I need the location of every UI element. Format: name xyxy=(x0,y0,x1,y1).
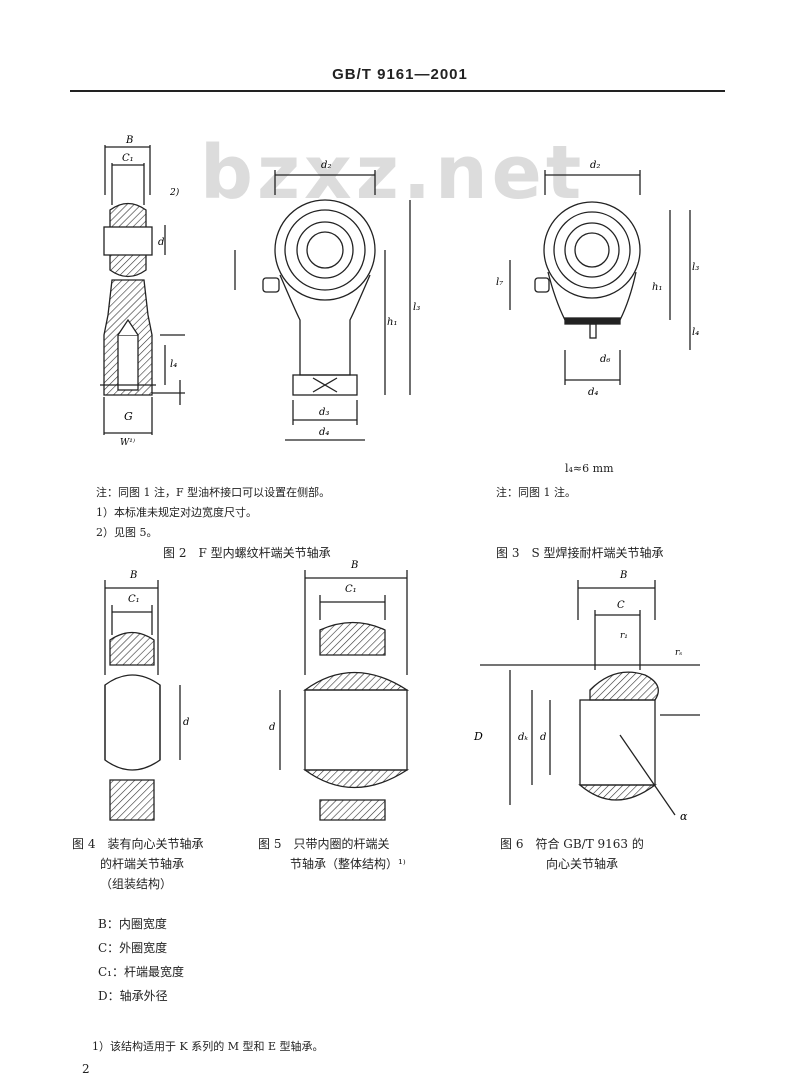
fig3-caption: 图 3 S 型焊接耐杆端关节轴承 xyxy=(496,546,664,560)
fig3-dim-note: l₄≈6 mm xyxy=(565,462,614,475)
fig6-caption: 图 6 符合 GB/T 9163 的 向心关节轴承 xyxy=(500,834,644,874)
fig2-note-2: 1）本标准未规定对边宽度尺寸。 xyxy=(96,506,257,519)
fig5-drawing: B C₁ d xyxy=(269,560,410,821)
fig3-note: 注：同图 1 注。 xyxy=(496,486,576,499)
fig6-label-d: d xyxy=(540,732,546,743)
fig6-caption-line-1: 图 6 符合 GB/T 9163 的 xyxy=(500,837,644,851)
fig2-label-h1: h₁ xyxy=(387,317,397,328)
label-C1: C₁ xyxy=(122,153,134,164)
symbol-C1: C₁：杆端最宽度 xyxy=(98,965,184,979)
fig2-side-view: B C₁ 2) d l₄ G W¹⁾ xyxy=(100,135,185,448)
page-number: 2 xyxy=(82,1062,90,1076)
symbol-D: D：轴承外径 xyxy=(98,989,168,1003)
fig3-label-l3: l₃ xyxy=(692,262,699,273)
fig3-label-d2: d₂ xyxy=(590,160,600,171)
fig3-label-l4: l₄ xyxy=(692,327,699,338)
fig3-label-l7: l₇ xyxy=(496,277,503,288)
header-rule xyxy=(70,90,725,92)
footnote: 1）该结构适用于 K 系列的 M 型和 E 型轴承。 xyxy=(92,1040,324,1053)
fig6-label-alpha: α xyxy=(680,810,688,823)
fig2-label-d4: d₄ xyxy=(319,427,329,438)
fig2-label-d2: d₂ xyxy=(321,160,331,171)
label-G: G xyxy=(124,410,133,423)
fig6-label-B: B xyxy=(619,570,627,581)
fig4-label-C1: C₁ xyxy=(128,594,140,605)
symbol-list: B：内圈宽度 C：外圈宽度 C₁：杆端最宽度 D：轴承外径 xyxy=(98,912,184,1008)
watermark: bzxz.net xyxy=(200,130,586,216)
fig5-label-C1: C₁ xyxy=(345,584,357,595)
label-note2: 2) xyxy=(169,187,180,198)
label-d: d xyxy=(158,237,164,248)
fig4-caption: 图 4 装有向心关节轴承 的杆端关节轴承 （组装结构） xyxy=(72,834,203,894)
label-l4: l₄ xyxy=(170,359,177,370)
fig5-caption: 图 5 只带内圈的杆端关 节轴承（整体结构）¹⁾ xyxy=(258,834,406,874)
fig4-drawing: B C₁ d xyxy=(104,570,189,821)
fig3-label-d4: d₄ xyxy=(588,387,598,398)
fig5-caption-line-2: 节轴承（整体结构）¹⁾ xyxy=(290,857,406,871)
label-W: W¹⁾ xyxy=(120,437,135,448)
symbol-C: C：外圈宽度 xyxy=(98,941,168,955)
label-B: B xyxy=(125,135,133,146)
fig2-front-view: d₂ d₃ d₄ l₃ h₁ xyxy=(234,160,420,441)
fig2-label-l3: l₃ xyxy=(413,302,420,313)
fig4-caption-line-1: 图 4 装有向心关节轴承 xyxy=(72,837,204,851)
fig5-label-d: d xyxy=(269,722,275,733)
fig5-caption-line-1: 图 5 只带内圈的杆端关 xyxy=(258,837,390,851)
fig6-label-D: D xyxy=(473,730,483,743)
fig6-caption-line-2: 向心关节轴承 xyxy=(546,857,619,871)
fig3-label-d6: d₆ xyxy=(600,354,610,365)
fig4-caption-line-3: （组装结构） xyxy=(100,877,173,891)
fig4-label-B: B xyxy=(129,570,137,581)
fig4-caption-line-2: 的杆端关节轴承 xyxy=(100,857,185,871)
fig3-label-h1: h₁ xyxy=(652,282,662,293)
fig2-caption: 图 2 F 型内螺纹杆端关节轴承 xyxy=(163,546,331,560)
fig6-label-rs: rₛ xyxy=(675,648,682,658)
fig2-note-3: 2）见图 5。 xyxy=(96,526,158,539)
page-header: GB/T 9161—2001 xyxy=(332,66,468,83)
symbol-B: B：内圈宽度 xyxy=(98,917,167,931)
fig2-note-1: 注：同图 1 注，F 型油杯接口可以设置在侧部。 xyxy=(96,486,331,499)
fig4-label-d: d xyxy=(183,717,189,728)
fig6-label-r1: r₁ xyxy=(620,631,628,641)
fig6-label-C: C xyxy=(617,600,625,611)
fig6-drawing: B C r₁ rₛ D dₖ d α xyxy=(473,570,700,823)
fig5-label-B: B xyxy=(350,560,358,571)
fig3-front-view: d₂ l₇ h₁ l₃ l₄ d₆ d₄ xyxy=(496,160,699,398)
fig6-label-dk: dₖ xyxy=(518,732,528,743)
fig2-label-d3: d₃ xyxy=(319,407,329,418)
